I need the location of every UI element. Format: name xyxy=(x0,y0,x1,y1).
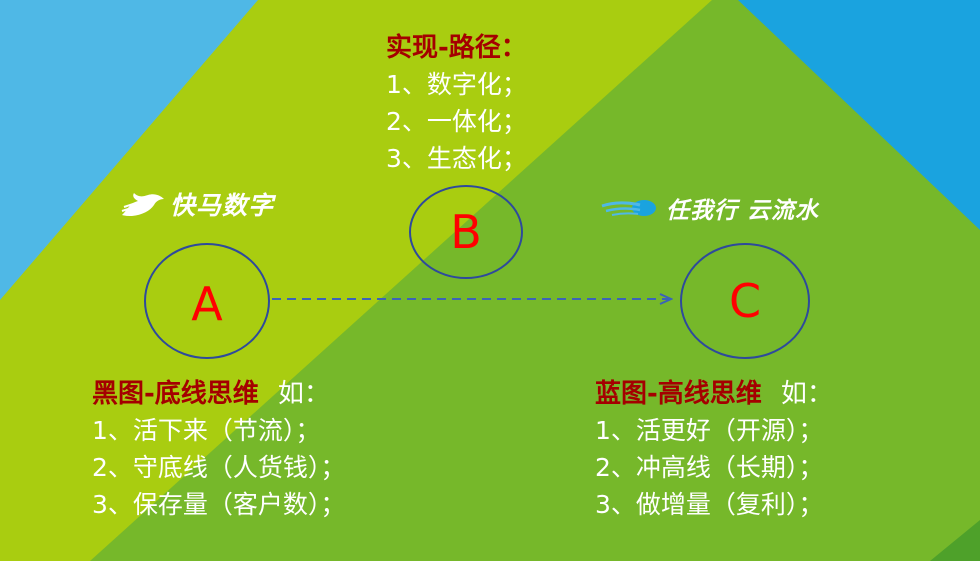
black-map-item-2: 2、守底线（人货钱）； xyxy=(92,453,346,482)
horse-icon xyxy=(121,193,164,216)
node-b-circle xyxy=(409,185,523,279)
node-a-label: A xyxy=(191,277,223,331)
cloud-swirl-icon xyxy=(601,200,656,216)
black-map-suffix: 如： xyxy=(277,379,330,409)
blue-map-title: 蓝图-高线思维 如： xyxy=(595,376,833,412)
blue-map-item-1: 1、活更好（开源）； xyxy=(595,416,824,445)
path-title-text: 实现-路径： xyxy=(386,33,527,63)
background-green-band xyxy=(90,0,980,561)
logo-renwoxing-text: 任我行 云流水 xyxy=(666,198,820,224)
black-map-block: 黑图-底线思维 如： 1、活下来（节流）； 2、守底线（人货钱）； 3、保存量（… xyxy=(92,376,345,523)
blue-map-item-2: 2、冲高线（长期）； xyxy=(595,453,824,482)
blue-map-title-text: 蓝图-高线思维 xyxy=(595,379,762,409)
logo-kuaima: 快马数字 xyxy=(120,186,274,222)
path-block: 实现-路径： 1、数字化； 2、一体化； 3、生态化； xyxy=(386,30,527,177)
blue-map-block: 蓝图-高线思维 如： 1、活更好（开源）； 2、冲高线（长期）； 3、做增量（复… xyxy=(595,376,833,523)
black-map-item-1: 1、活下来（节流）； xyxy=(92,416,321,445)
background-top-right-blue xyxy=(738,0,980,230)
blue-map-suffix: 如： xyxy=(780,379,833,409)
path-item-2: 2、一体化； xyxy=(386,107,527,136)
blue-map-item-3: 3、做增量（复利）； xyxy=(595,490,824,519)
logo-renwoxing: 任我行 云流水 xyxy=(600,191,819,225)
path-item-3: 3、生态化； xyxy=(386,144,527,173)
background-bottom-right-corner xyxy=(930,520,980,561)
node-a-circle xyxy=(144,243,270,359)
black-map-title-text: 黑图-底线思维 xyxy=(92,379,259,409)
path-title: 实现-路径： xyxy=(386,30,527,66)
node-b-label: B xyxy=(450,205,482,259)
logo-kuaima-text: 快马数字 xyxy=(170,191,275,220)
black-map-title: 黑图-底线思维 如： xyxy=(92,376,345,412)
node-c-label: C xyxy=(728,274,762,328)
node-c-circle xyxy=(680,243,810,359)
path-item-1: 1、数字化； xyxy=(386,70,527,99)
black-map-item-3: 3、保存量（客户数）； xyxy=(92,490,346,519)
